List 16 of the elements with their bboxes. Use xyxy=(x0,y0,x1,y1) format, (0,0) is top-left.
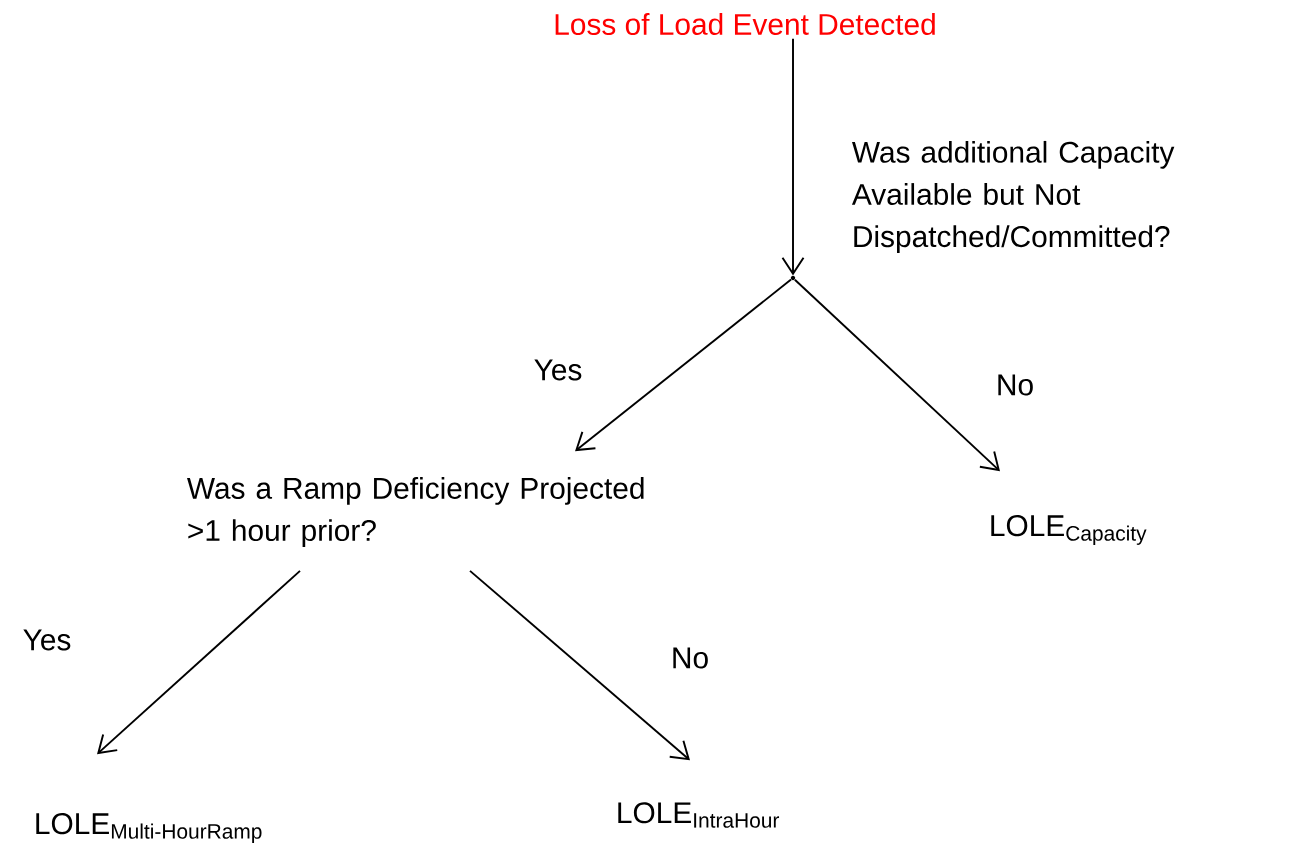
outcome-text: $\text{LOLE}_{\text{IntraHour}}$ xyxy=(618,802,780,828)
arrow xyxy=(469,569,690,761)
edge-label: No xyxy=(992,371,1038,399)
junction-point xyxy=(790,275,796,281)
arrow xyxy=(97,569,301,755)
arrow xyxy=(575,278,792,452)
outcome-text: $\text{LOLE}_{\text{Multi-HourRamp}}$ xyxy=(36,813,262,843)
question-text: Was a Ramp Deficiency Projected >1 hour prior? xyxy=(187,477,644,547)
edge-label: Yes xyxy=(530,356,586,384)
question-text: Was additional Capacity Available but Not Dispatched/Committed? xyxy=(851,140,1175,254)
outcome-text: $\text{LOLE}_{\text{Capacity}}$ xyxy=(991,515,1147,545)
arrow xyxy=(793,278,1000,472)
arrow xyxy=(781,37,805,276)
edge-label: No xyxy=(667,644,713,672)
heading-text: Loss of Load Event Detected xyxy=(555,13,935,35)
edge-label: Yes xyxy=(19,626,75,654)
